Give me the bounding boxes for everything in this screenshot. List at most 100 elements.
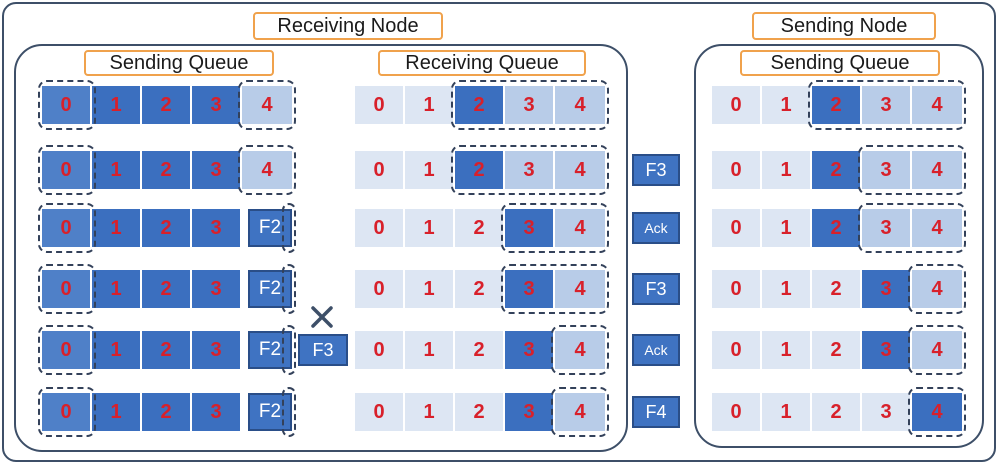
left-queue-cell: 3	[192, 270, 242, 308]
middle-queue-cell: 4	[555, 393, 605, 431]
right-window	[908, 325, 966, 375]
middle-queue-cell: 2	[455, 151, 505, 189]
left-window	[282, 264, 296, 314]
middle-queue-cell: 4	[555, 151, 605, 189]
middle-queue-cell: 0	[355, 86, 405, 124]
left-queue-cell: 2	[142, 151, 192, 189]
left-queue-cell: 1	[92, 393, 142, 431]
middle-window	[501, 264, 609, 314]
right-queue-cell: 4	[912, 209, 962, 247]
middle-queue-cell: 4	[555, 209, 605, 247]
middle-queue-cell: 2	[455, 270, 505, 308]
middle-queue-title: Receiving Queue	[378, 50, 586, 76]
left-queue-cell: 0	[42, 86, 92, 124]
message-box: F3	[632, 154, 680, 186]
left-queue-cell: 4	[242, 86, 292, 124]
right-queue-title: Sending Queue	[740, 50, 940, 76]
right-queue-cell: 0	[712, 331, 762, 369]
middle-queue-cell: 3	[505, 393, 555, 431]
right-queue-cell: 4	[912, 270, 962, 308]
right-queue-cell: 4	[912, 393, 962, 431]
message-box: F4	[632, 396, 680, 428]
right-queue-cell: 3	[862, 270, 912, 308]
middle-queue-cell: 4	[555, 86, 605, 124]
middle-queue-cell: 2	[455, 209, 505, 247]
right-window	[808, 80, 966, 130]
left-window	[282, 387, 296, 437]
right-queue-cell: 2	[812, 86, 862, 124]
lost-frame-x-icon	[311, 306, 333, 328]
left-queue-cell: 3	[192, 331, 242, 369]
left-window	[38, 203, 96, 253]
left-queue-cell: 2	[142, 209, 192, 247]
receiving-node-title: Receiving Node	[253, 12, 443, 40]
right-queue-cell: 4	[912, 86, 962, 124]
left-queue-cell: 3	[192, 86, 242, 124]
message-box: Ack	[632, 334, 680, 366]
left-queue-title: Sending Queue	[84, 50, 274, 76]
left-queue-cell: 3	[192, 151, 242, 189]
middle-queue-cell: 2	[455, 393, 505, 431]
middle-queue-cell: 2	[455, 331, 505, 369]
left-queue-cell: 0	[42, 270, 92, 308]
middle-queue-cell: 1	[405, 393, 455, 431]
left-queue-cell: 1	[92, 331, 142, 369]
right-queue-cell: 4	[912, 331, 962, 369]
message-box: Ack	[632, 212, 680, 244]
right-window	[858, 145, 966, 195]
right-queue-cell: 0	[712, 151, 762, 189]
right-queue-cell: 0	[712, 270, 762, 308]
middle-window	[501, 203, 609, 253]
middle-queue-cell: 2	[455, 86, 505, 124]
left-window	[38, 145, 96, 195]
right-window	[858, 203, 966, 253]
middle-queue-cell: 0	[355, 270, 405, 308]
middle-window	[451, 145, 609, 195]
right-queue-cell: 3	[862, 331, 912, 369]
middle-queue-cell: 3	[505, 209, 555, 247]
middle-window	[551, 387, 609, 437]
left-window	[38, 387, 96, 437]
middle-queue-cell: 0	[355, 393, 405, 431]
left-queue-cell: 3	[192, 393, 242, 431]
right-queue-cell: 3	[862, 86, 912, 124]
middle-queue-cell: 0	[355, 331, 405, 369]
left-queue-cell: 3	[192, 209, 242, 247]
right-window	[908, 264, 966, 314]
left-queue-cell: 1	[92, 86, 142, 124]
middle-window	[551, 325, 609, 375]
left-queue-cell: 2	[142, 270, 192, 308]
middle-queue-cell: 1	[405, 209, 455, 247]
left-queue-cell: 0	[42, 209, 92, 247]
left-queue-frame: F2	[248, 393, 292, 431]
right-window	[908, 387, 966, 437]
left-queue-cell: 0	[42, 393, 92, 431]
right-queue-cell: 1	[762, 331, 812, 369]
left-window	[282, 325, 296, 375]
sending-node-panel	[694, 44, 984, 448]
left-queue-cell: 0	[42, 331, 92, 369]
left-queue-cell: 0	[42, 151, 92, 189]
middle-queue-cell: 3	[505, 270, 555, 308]
left-queue-cell: 1	[92, 151, 142, 189]
left-window	[238, 145, 296, 195]
left-queue-frame: F2	[248, 270, 292, 308]
right-queue-cell: 4	[912, 151, 962, 189]
right-queue-cell: 0	[712, 86, 762, 124]
right-queue-cell: 3	[862, 393, 912, 431]
right-queue-cell: 3	[862, 209, 912, 247]
middle-queue-cell: 4	[555, 331, 605, 369]
right-queue-cell: 1	[762, 209, 812, 247]
right-queue-cell: 2	[812, 209, 862, 247]
middle-queue-cell: 1	[405, 270, 455, 308]
middle-queue-cell: 4	[555, 270, 605, 308]
left-queue-cell: 2	[142, 393, 192, 431]
lost-frame-box: F3	[298, 334, 348, 366]
left-queue-cell: 4	[242, 151, 292, 189]
left-window	[38, 80, 96, 130]
right-queue-cell: 1	[762, 393, 812, 431]
left-queue-cell: 1	[92, 270, 142, 308]
right-queue-cell: 0	[712, 393, 762, 431]
right-queue-cell: 2	[812, 151, 862, 189]
